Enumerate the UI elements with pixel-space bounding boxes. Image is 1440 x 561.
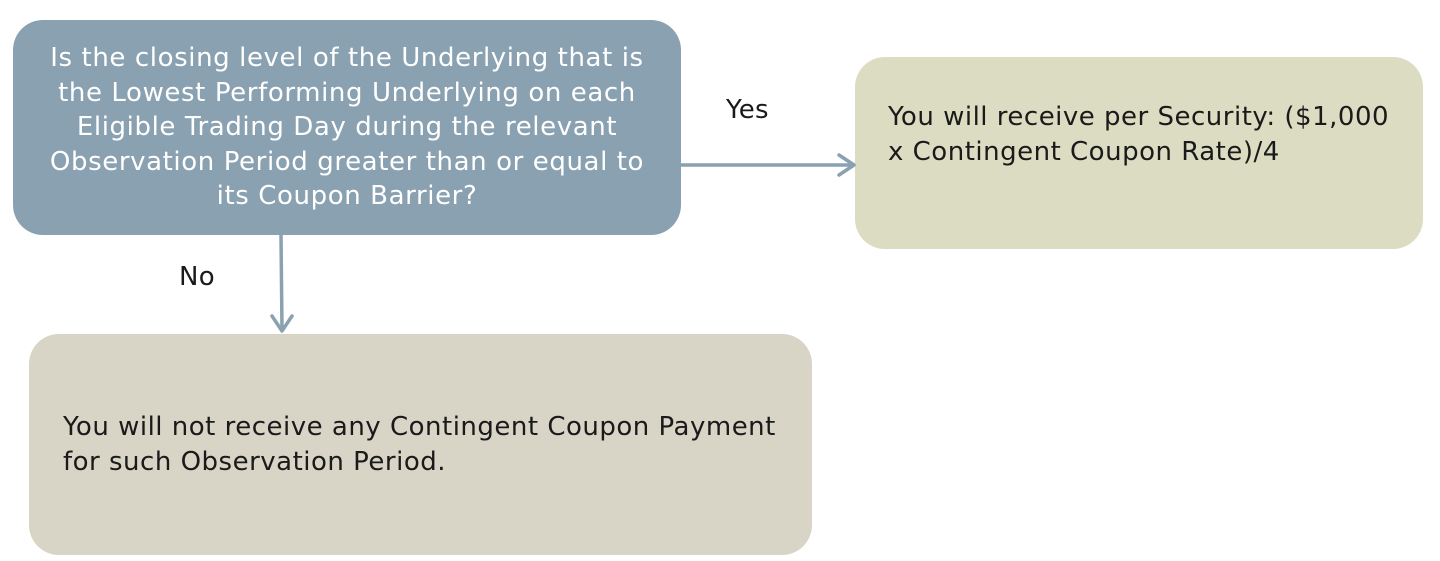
yes-arrow	[679, 153, 856, 177]
question-text: Is the closing level of the Underlying t…	[49, 43, 645, 212]
no-arrow	[270, 233, 294, 333]
yes-arrowhead	[837, 153, 856, 177]
question-box: Is the closing level of the Underlying t…	[13, 20, 681, 235]
yes-outcome-text: You will receive per Security: ($1,000 x…	[888, 102, 1390, 167]
no-outcome-box: You will not receive any Contingent Coup…	[29, 334, 812, 555]
yes-label: Yes	[726, 95, 769, 125]
no-outcome-text: You will not receive any Contingent Coup…	[63, 412, 776, 477]
no-arrow-line	[279, 233, 284, 332]
no-arrowhead	[270, 314, 294, 333]
yes-outcome-box: You will receive per Security: ($1,000 x…	[855, 57, 1423, 249]
no-label: No	[179, 262, 215, 292]
